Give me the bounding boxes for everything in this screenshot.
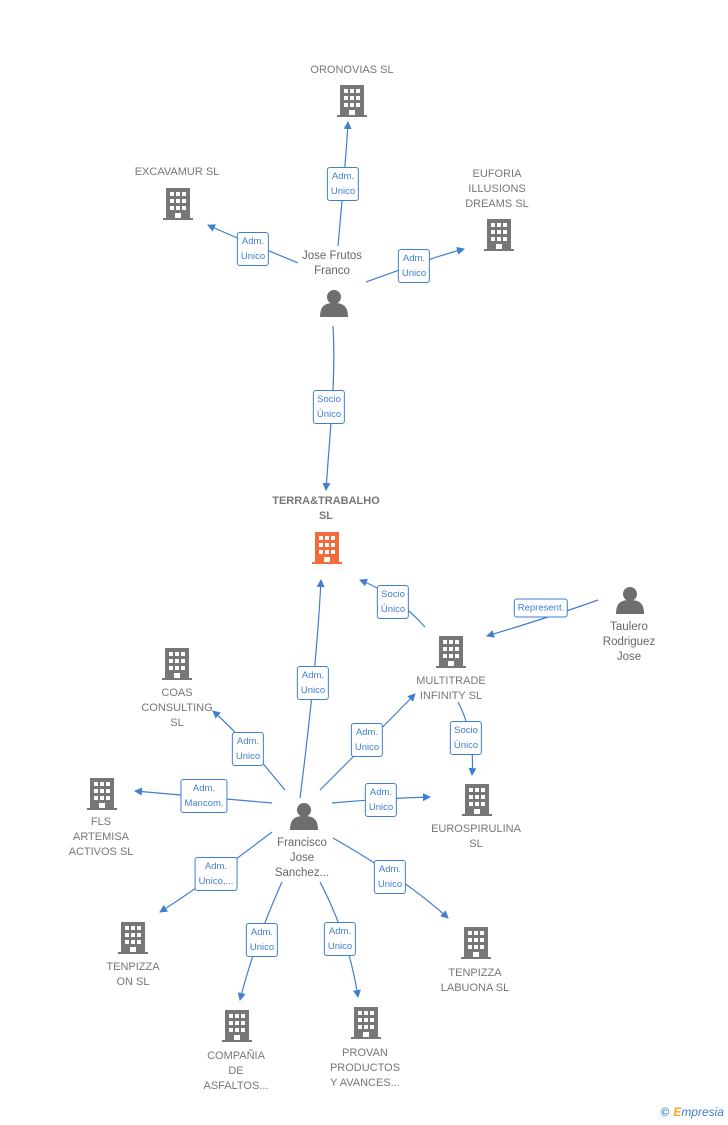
francisco-person-icon[interactable] [290, 803, 318, 830]
edge-label-adm-unico: Adm. Unico [236, 232, 270, 266]
eurospirulina-building-icon[interactable] [462, 784, 492, 816]
terra-building-icon[interactable] [312, 532, 342, 564]
tenpizza-on-label[interactable]: TENPIZZA ON SL [106, 961, 160, 988]
tenpizza-on-building-icon[interactable] [118, 922, 148, 954]
eurospirulina-label[interactable]: EUROSPIRULINA SL [431, 823, 521, 850]
coas-building-icon[interactable] [162, 648, 192, 680]
jose-frutos-person-icon[interactable] [320, 290, 348, 317]
edge-taulero-multitrade [486, 599, 599, 638]
edge-label-adm-unico: Adm. Unico [373, 860, 407, 894]
empresia-watermark: ©Empresia [660, 1105, 724, 1119]
edge-label-adm-unico: Adm. Unico [326, 167, 360, 201]
compania-building-icon[interactable] [222, 1010, 252, 1042]
fls-label[interactable]: FLS ARTEMISA ACTIVOS SL [68, 816, 134, 858]
coas-label[interactable]: COAS CONSULTING SL [141, 687, 213, 729]
multitrade-label[interactable]: MULTITRADE INFINITY SL [416, 675, 486, 702]
tenpizza-labuona-label[interactable]: TENPIZZA LABUONA SL [440, 967, 510, 994]
edge-label-adm-unico: Adm. Unico [350, 723, 384, 757]
provan-label[interactable]: PROVAN PRODUCTOS Y AVANCES... [329, 1047, 401, 1089]
fls-building-icon[interactable] [87, 778, 117, 810]
edge-label-represent: Represent. [513, 598, 569, 618]
edge-label-adm-unico: Adm. Unico [245, 923, 279, 957]
copyright-icon: © [660, 1105, 670, 1119]
terra-label[interactable]: TERRA&TRABALHO SL [272, 495, 380, 522]
taulero-label[interactable]: Taulero Rodriguez Jose [602, 621, 656, 663]
francisco-label[interactable]: Francisco Jose Sanchez... [274, 837, 330, 879]
excavamur-building-icon[interactable] [163, 188, 193, 220]
tenpizza-labuona-building-icon[interactable] [461, 927, 491, 959]
brand-name: mpresia [681, 1105, 724, 1119]
provan-building-icon[interactable] [351, 1007, 381, 1039]
edge-label-adm-unico: Adm. Unico [397, 249, 431, 283]
jose-frutos-label[interactable]: Jose Frutos Franco [301, 250, 363, 277]
edge-label-adm-mancom: Adm. Mancom. [180, 779, 228, 813]
oronovias-label[interactable]: ORONOVIAS SL [310, 64, 394, 76]
compania-label[interactable]: COMPAÑIA DE ASFALTOS... [203, 1050, 269, 1092]
brand-first-letter: E [673, 1105, 682, 1119]
edge-label-socio-unico: Socio Único [376, 585, 410, 619]
excavamur-label[interactable]: EXCAVAMUR SL [134, 166, 220, 178]
multitrade-building-icon[interactable] [436, 636, 466, 668]
edge-label-socio-unico: Socio Único [449, 721, 483, 755]
edge-label-adm-unico: Adm. Unico [323, 922, 357, 956]
taulero-person-icon[interactable] [616, 587, 644, 614]
edge-label-adm-unico: Adm. Unico [296, 666, 330, 700]
edge-label-socio-unico: Socio Único [312, 390, 346, 424]
edge-label-adm-unico-etc: Adm. Unico,... [194, 857, 238, 891]
oronovias-building-icon[interactable] [337, 85, 367, 117]
euforia-building-icon[interactable] [484, 219, 514, 251]
euforia-label[interactable]: EUFORIA ILLUSIONS DREAMS SL [465, 168, 529, 210]
edge-label-adm-unico: Adm. Unico [364, 783, 398, 817]
edge-label-adm-unico: Adm. Unico [231, 732, 265, 766]
